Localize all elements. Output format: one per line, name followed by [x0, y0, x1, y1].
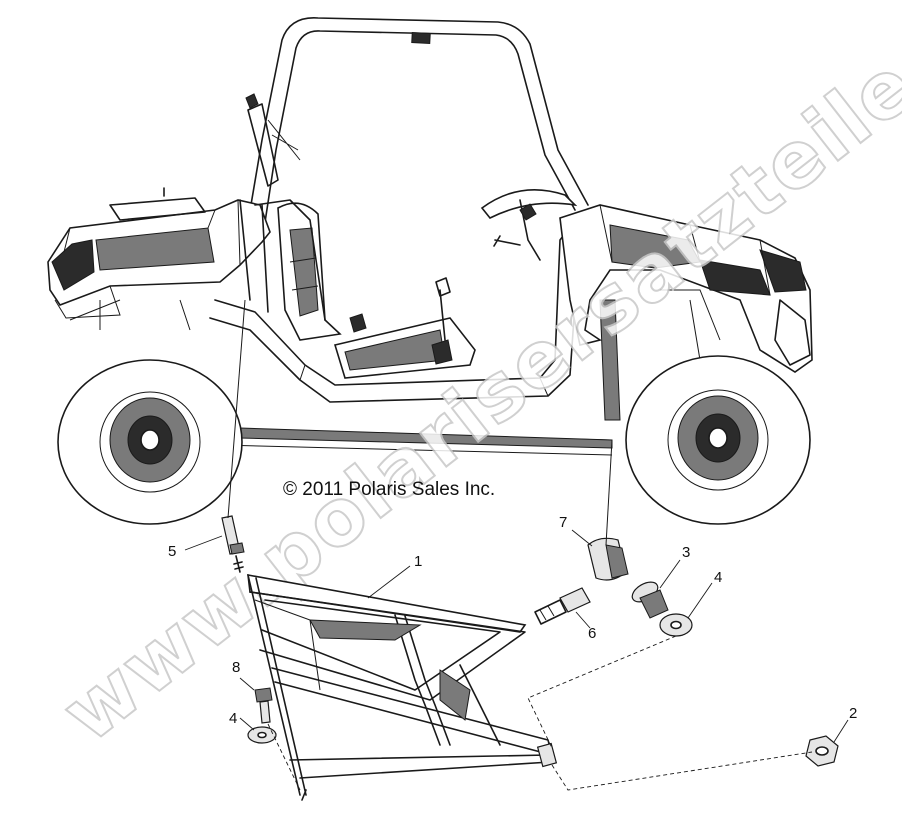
part-5-buckle — [221, 515, 245, 573]
callout-8: 8 — [232, 659, 240, 676]
callout-3: 3 — [682, 544, 690, 561]
part-6-buckle — [534, 587, 591, 625]
part-7-clip — [587, 537, 629, 581]
callout-5: 5 — [168, 543, 176, 560]
callout-1: 1 — [414, 553, 422, 570]
leader-lines — [184, 299, 849, 791]
callout-4-upper: 4 — [714, 569, 722, 586]
part-4-washer-lower — [247, 726, 277, 744]
front-body — [559, 204, 813, 421]
front-wheel — [625, 355, 811, 525]
callouts: 1 2 3 4 4 5 6 7 8 — [168, 514, 857, 727]
part-2-nut — [805, 735, 839, 767]
floor-console — [333, 277, 476, 379]
part-8-bolt — [254, 687, 273, 724]
vehicle-illustration — [47, 17, 813, 525]
rear-wheel — [57, 299, 243, 525]
callout-4-lower: 4 — [229, 710, 237, 727]
callout-7: 7 — [559, 514, 567, 531]
rear-body — [47, 187, 271, 319]
part-4-washer-upper — [659, 613, 693, 637]
callout-2: 2 — [849, 705, 857, 722]
part-1-side-net-frame — [247, 574, 558, 801]
copyright-notice: © 2011 Polaris Sales Inc. — [283, 479, 495, 500]
roll-cage — [244, 17, 589, 243]
dashboard — [480, 189, 578, 261]
callout-6: 6 — [588, 625, 596, 642]
part-3-push-rivet — [631, 581, 669, 619]
seat — [277, 202, 342, 341]
